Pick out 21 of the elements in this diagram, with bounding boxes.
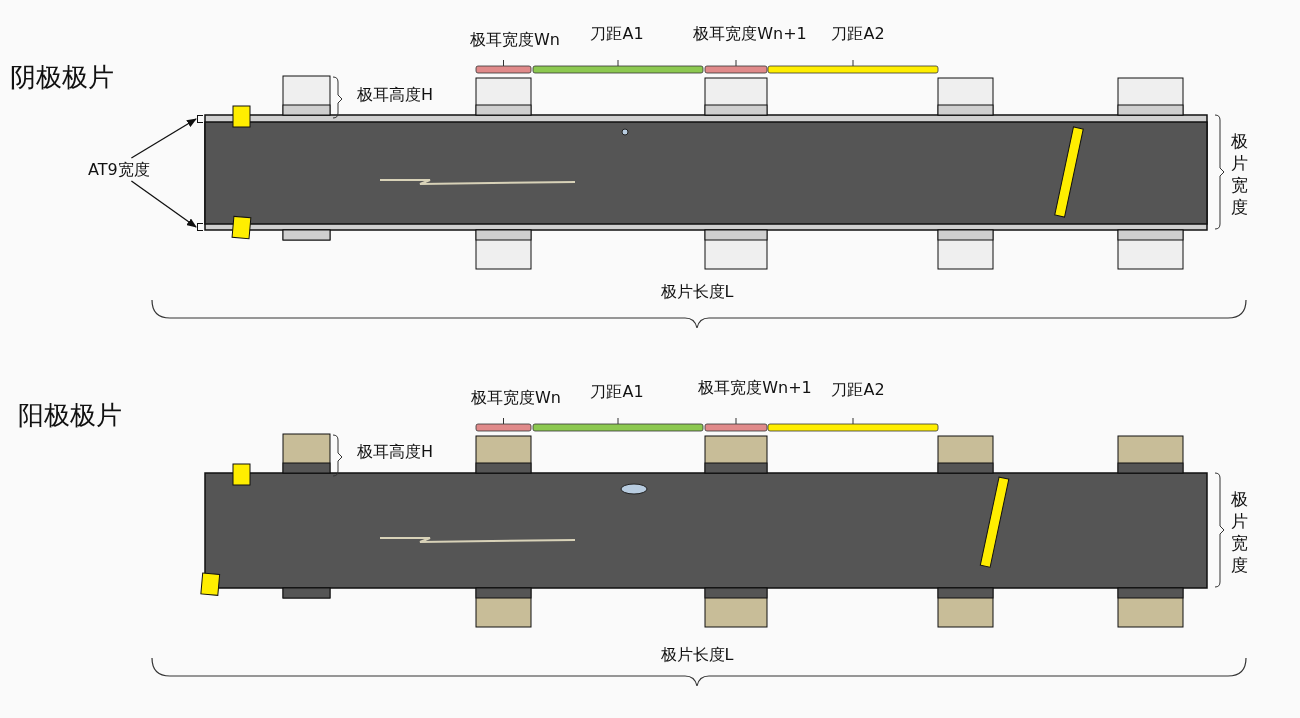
dimension-label: 刀距A1	[590, 382, 644, 402]
dimension-label: 刀距A2	[831, 380, 885, 400]
dimension-label: 刀距A1	[590, 24, 644, 44]
dimension-label: 极片长度L	[660, 645, 734, 665]
section-title: 阳极极片	[18, 400, 122, 432]
dimension-label: 极片宽度	[1231, 130, 1248, 219]
dimension-label: 极片长度L	[660, 282, 734, 302]
dimension-label: 刀距A2	[831, 24, 885, 44]
dimension-label: 极耳宽度Wn	[470, 30, 560, 50]
dimension-label: 极片宽度	[1231, 488, 1248, 577]
dimension-label: 极耳宽度Wn	[471, 388, 561, 408]
callout-text: AT9宽度	[88, 160, 150, 180]
edge-mark	[197, 115, 203, 123]
leader-line	[130, 180, 197, 228]
dimension-label: 极耳宽度Wn+1	[698, 378, 812, 398]
dimension-label: 极耳高度H	[357, 85, 434, 105]
leader-line	[130, 118, 197, 159]
dimension-label: 极耳宽度Wn+1	[693, 24, 807, 44]
section-title: 阴极极片	[10, 62, 114, 94]
edge-mark	[197, 223, 203, 231]
dimension-label: 极耳高度H	[357, 442, 434, 462]
